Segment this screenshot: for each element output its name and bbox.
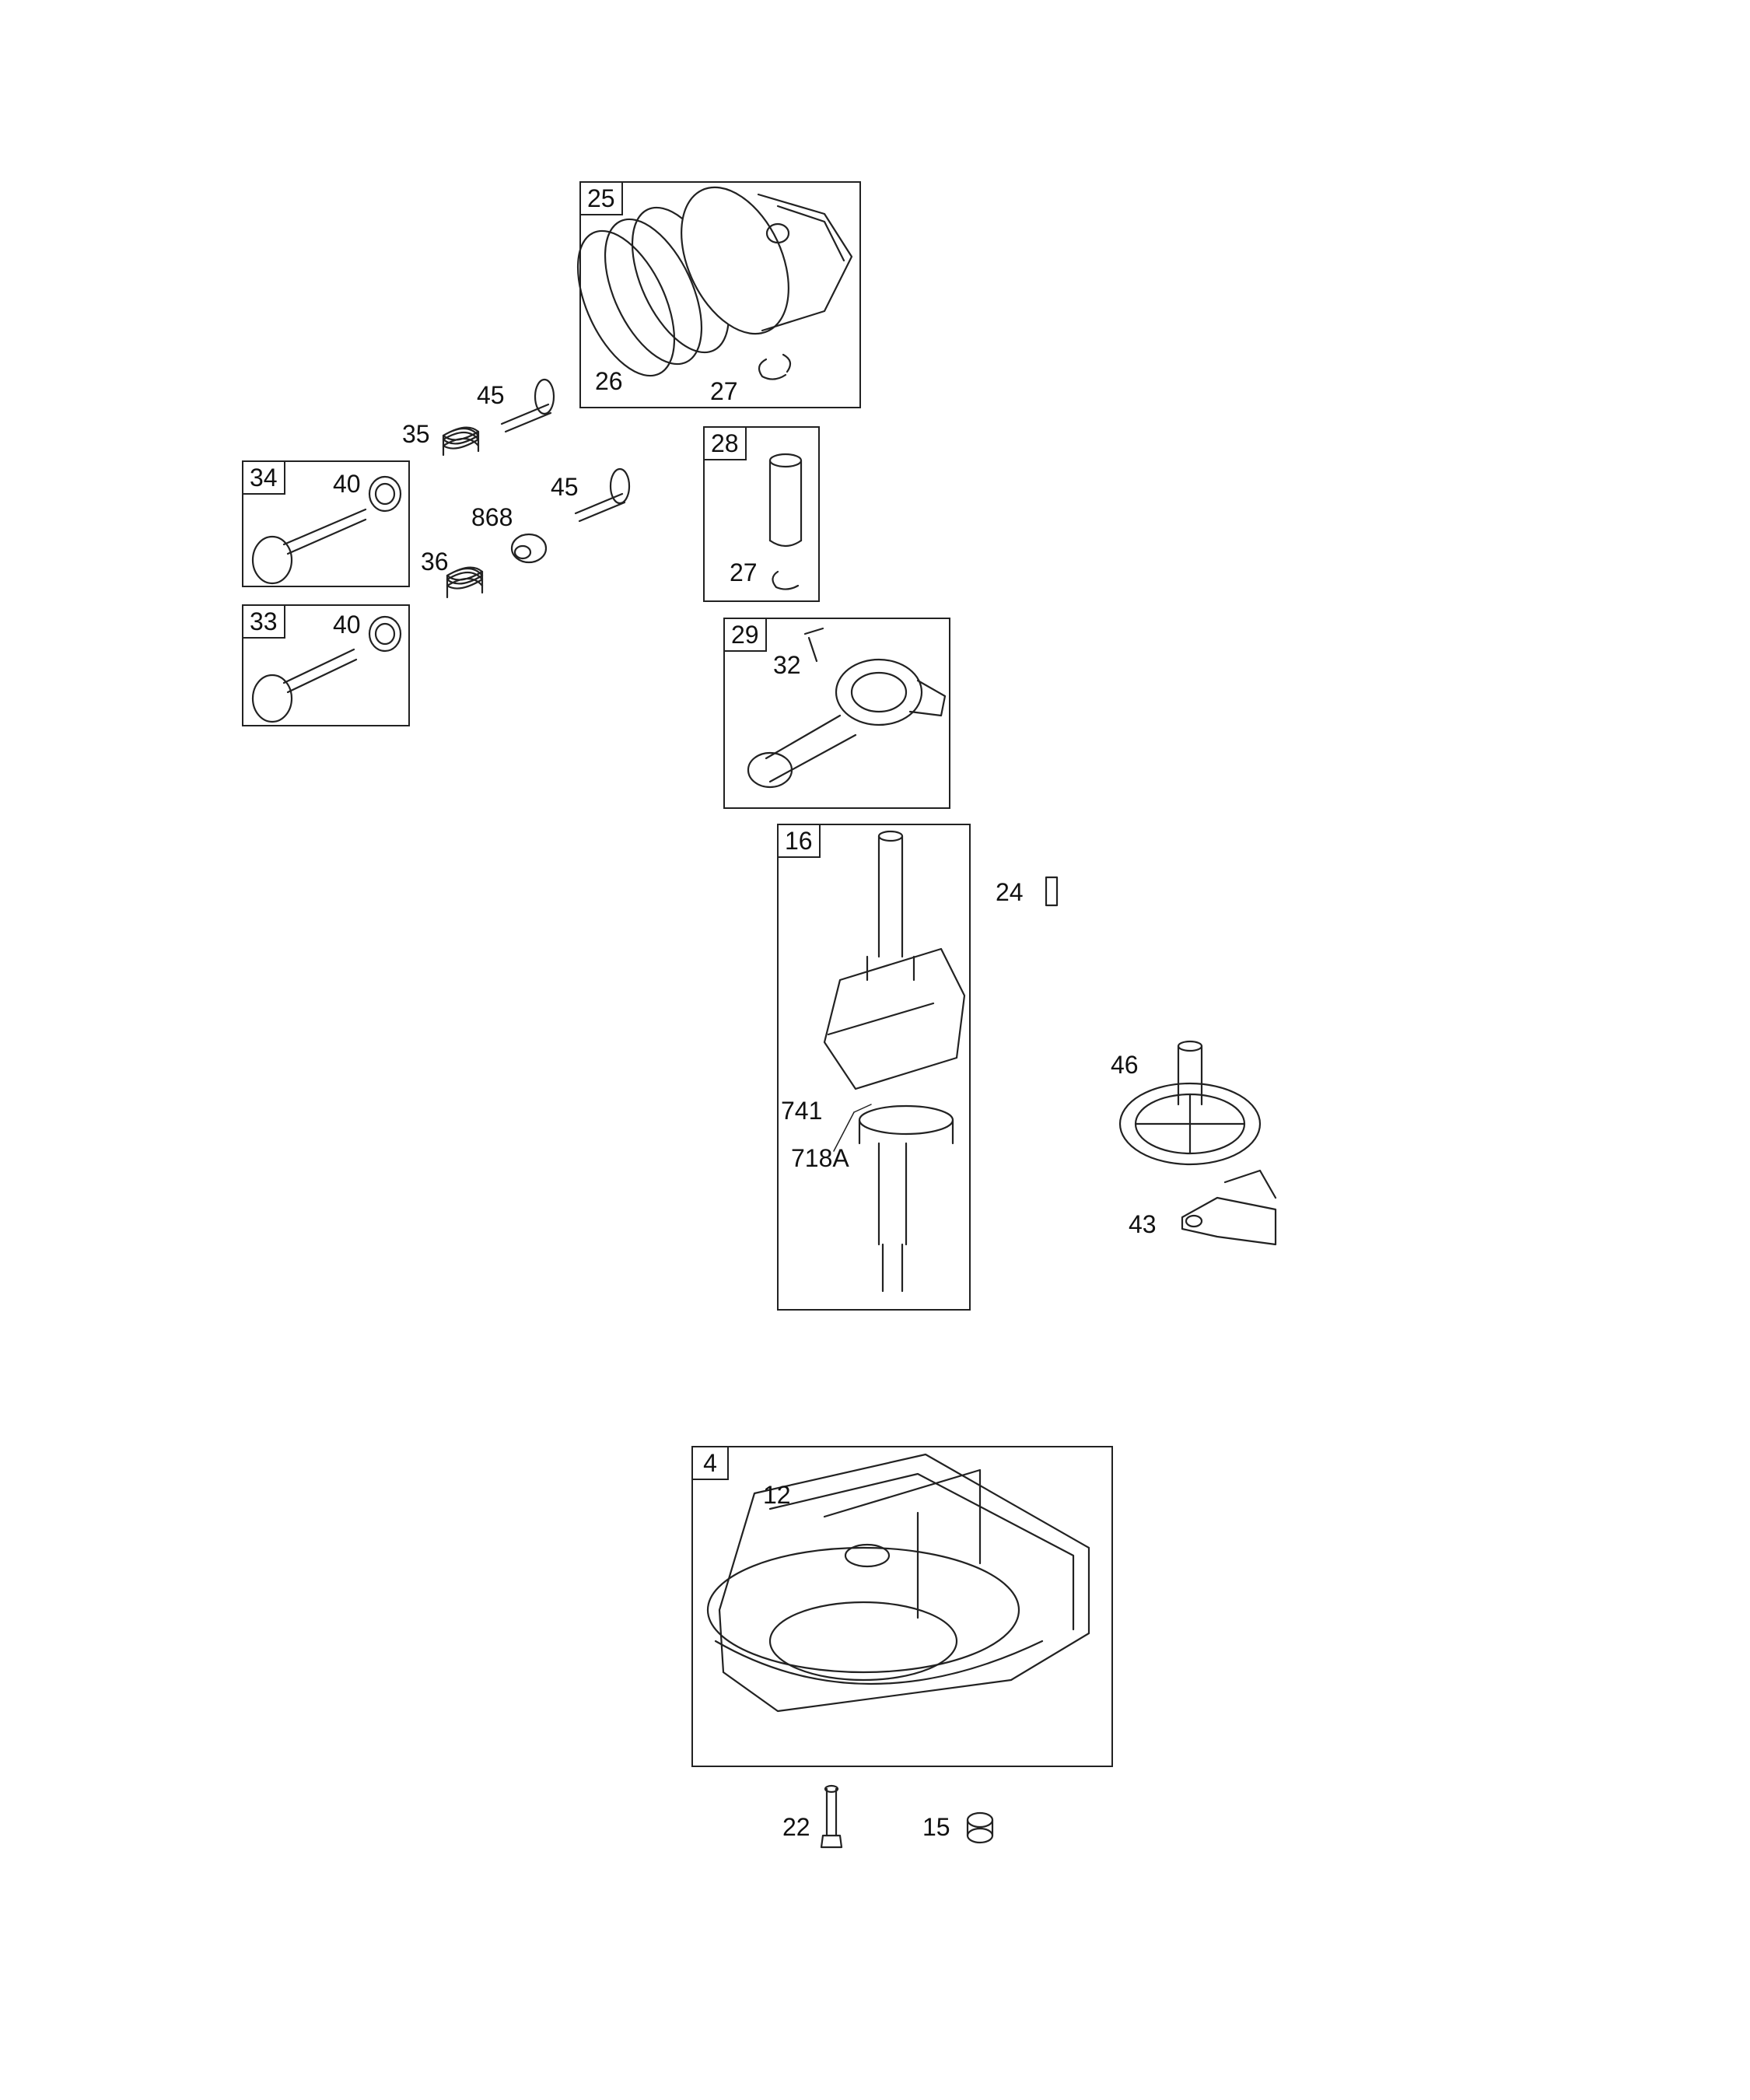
- part-label: 35: [402, 420, 430, 448]
- part-label: 43: [1129, 1210, 1157, 1238]
- piston-rings-drawing: [576, 186, 853, 380]
- part-label: 32: [773, 651, 801, 679]
- part-label: 40: [333, 470, 361, 498]
- camshaft-gear-drawing: [1118, 1040, 1262, 1166]
- part-label: 26: [595, 367, 623, 395]
- connecting-rod-drawing: [747, 627, 947, 789]
- governor-drawing: [1181, 1169, 1277, 1246]
- part-label: 40: [333, 611, 361, 639]
- part-box-piston-pin: 28: [703, 426, 820, 602]
- part-label: 868: [471, 503, 513, 531]
- part-number-box: 34: [243, 462, 285, 495]
- part-box-crankshaft: 16: [777, 824, 971, 1311]
- exhaust-valve-drawing: [251, 475, 402, 585]
- part-number-box: 33: [243, 606, 285, 639]
- crankshaft-drawing: [823, 830, 966, 1293]
- part-label: 27: [730, 558, 758, 586]
- part-label: 22: [782, 1813, 810, 1841]
- part-box-connecting-rod: 29: [723, 618, 950, 809]
- valve-train-drawing: [442, 378, 631, 599]
- part-label: 24: [996, 878, 1024, 906]
- bolt-drawing: [820, 1784, 843, 1849]
- part-label: 15: [922, 1813, 950, 1841]
- part-label: 12: [763, 1481, 791, 1509]
- part-number-box: 16: [779, 825, 821, 858]
- crankcase-cover-drawing: [706, 1453, 1090, 1713]
- key-drawing: [1045, 876, 1059, 907]
- part-label: 46: [1111, 1051, 1139, 1079]
- drain-plug-drawing: [966, 1811, 994, 1844]
- part-box-intake-valve: 33: [242, 604, 410, 726]
- part-label: 27: [710, 377, 738, 405]
- part-label: 36: [421, 548, 449, 576]
- part-number-box: 28: [705, 428, 747, 460]
- intake-valve-drawing: [251, 615, 402, 723]
- part-box-exhaust-valve: 34: [242, 460, 410, 587]
- part-label: 718A: [791, 1144, 849, 1172]
- part-box-crankcase-cover: 4: [691, 1446, 1113, 1767]
- part-label: 45: [477, 381, 505, 409]
- piston-pin-drawing: [768, 453, 803, 590]
- part-label: 741: [781, 1097, 823, 1125]
- part-number-box: 29: [725, 619, 767, 652]
- part-label: 45: [551, 473, 579, 501]
- part-number-box: 4: [693, 1447, 729, 1480]
- part-number-box: 25: [581, 183, 623, 215]
- leader-lines: [833, 1104, 872, 1152]
- part-box-piston: 25: [579, 181, 861, 408]
